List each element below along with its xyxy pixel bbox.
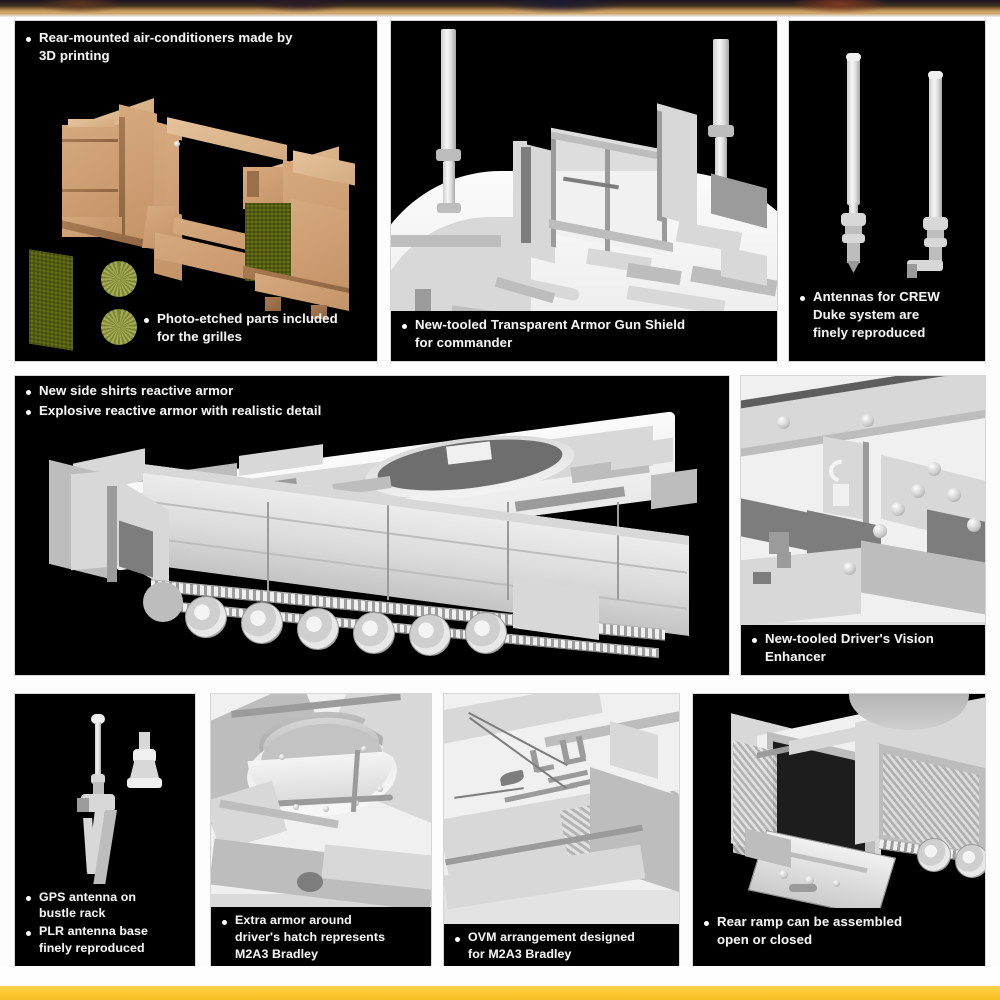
caption-line: PLR antenna base (25, 924, 185, 940)
caption-text: New-tooled Transparent Armor Gun Shield (415, 317, 686, 333)
caption-text: Enhancer (765, 649, 826, 665)
caption-line: New-tooled Transparent Armor Gun Shield (401, 317, 767, 334)
caption-text: finely reproduced (813, 325, 926, 341)
panel-gun-shield: New-tooled Transparent Armor Gun Shield … (390, 20, 778, 362)
caption-line: for commander (401, 335, 767, 352)
caption-line: finely reproduced (799, 325, 975, 342)
caption-line: M2A3 Bradley (221, 947, 421, 963)
caption-line: for M2A3 Bradley (454, 947, 669, 963)
bullet-dot (26, 895, 31, 901)
bullet-dot (26, 389, 31, 395)
caption-line: New side shirts reactive armor (25, 383, 719, 400)
caption-text: New-tooled Driver's Vision (765, 631, 934, 647)
caption-line: Duke system are (799, 307, 975, 324)
caption-text: for the grilles (157, 329, 243, 345)
bullet-dot (402, 324, 407, 330)
antenna-render (789, 21, 985, 361)
panel-air-conditioners: Rear-mounted air-conditioners made by 3D… (14, 20, 378, 362)
caption-hatch-armor: Extra armor around driver's hatch repres… (211, 907, 431, 972)
dve-render (741, 376, 985, 675)
caption-air-conditioners: Rear-mounted air-conditioners made by 3D… (15, 21, 377, 74)
caption-text: Duke system are (813, 307, 920, 323)
caption-dve: New-tooled Driver's Vision Enhancer (741, 625, 985, 675)
bottom-white-gap (0, 966, 1000, 986)
caption-text: for commander (415, 335, 513, 351)
bullet-dot (26, 36, 31, 42)
caption-line: Extra armor around (221, 913, 421, 929)
caption-text: Rear-mounted air-conditioners made by (39, 30, 293, 45)
bullet-dot (26, 930, 31, 936)
caption-photo-etched-grilles: Photo-etched parts included for the gril… (133, 305, 377, 355)
panel-drivers-vision-enhancer: New-tooled Driver's Vision Enhancer (740, 375, 986, 676)
caption-line: Photo-etched parts included (143, 311, 367, 328)
caption-line: Explosive reactive armor with realistic … (25, 403, 719, 420)
caption-line: OVM arrangement designed (454, 930, 669, 946)
caption-line: 3D printing (25, 48, 367, 65)
panel-side-skirts-era: New side shirts reactive armor Explosive… (14, 375, 730, 676)
caption-text: M2A3 Bradley (235, 947, 319, 962)
caption-line: New-tooled Driver's Vision (751, 631, 975, 648)
caption-text: 3D printing (39, 47, 110, 63)
caption-line: bustle rack (25, 906, 185, 922)
panel-gps-plr-antenna: GPS antenna on bustle rack PLR antenna b… (14, 693, 196, 973)
caption-text: New side shirts reactive armor (39, 383, 234, 398)
caption-text: Rear ramp can be assembled (717, 914, 903, 930)
bullet-dot (800, 296, 805, 302)
top-band-edge (0, 13, 1000, 17)
bullet-dot (704, 921, 709, 927)
caption-line: Enhancer (751, 649, 975, 666)
caption-text: PLR antenna base (39, 924, 149, 939)
rear-ramp-render (693, 694, 985, 972)
caption-gun-shield: New-tooled Transparent Armor Gun Shield … (391, 311, 777, 361)
caption-text: Explosive reactive armor with realistic … (39, 402, 322, 418)
bullet-dot (144, 318, 149, 324)
caption-side-skirts: New side shirts reactive armor Explosive… (15, 376, 729, 429)
caption-text: Photo-etched parts included (157, 311, 338, 327)
caption-line: finely reproduced (25, 941, 185, 957)
caption-line: for the grilles (143, 329, 367, 346)
caption-line: Rear-mounted air-conditioners made by (25, 30, 367, 47)
caption-text: GPS antenna on (39, 889, 137, 904)
caption-text: finely reproduced (39, 941, 145, 956)
caption-text: Antennas for CREW (813, 289, 940, 305)
hull-era-render (15, 376, 729, 675)
panel-rear-ramp: Rear ramp can be assembled open or close… (692, 693, 986, 973)
caption-line: GPS antenna on (25, 890, 185, 906)
caption-rear-ramp: Rear ramp can be assembled open or close… (693, 908, 985, 958)
gun-shield-render (391, 21, 777, 361)
caption-text: Extra armor around (235, 913, 352, 928)
caption-ovm: OVM arrangement designed for M2A3 Bradle… (444, 924, 679, 972)
caption-line: Rear ramp can be assembled (703, 914, 975, 931)
caption-text: bustle rack (39, 906, 106, 921)
bullet-dot (455, 936, 460, 942)
panel-crew-duke-antennas: Antennas for CREW Duke system are finely… (788, 20, 986, 362)
caption-line: open or closed (703, 932, 975, 949)
panel-ovm-arrangement: OVM arrangement designed for M2A3 Bradle… (443, 693, 680, 973)
caption-line: driver's hatch represents (221, 930, 421, 946)
bullet-dot (222, 919, 227, 925)
top-decorative-band (0, 0, 1000, 13)
caption-text: for M2A3 Bradley (468, 947, 572, 962)
caption-antennas: Antennas for CREW Duke system are finely… (789, 283, 985, 351)
panel-drivers-hatch-armor: Extra armor around driver's hatch repres… (210, 693, 432, 973)
caption-gps-plr: GPS antenna on bustle rack PLR antenna b… (15, 883, 195, 966)
bottom-gold-band (0, 986, 1000, 1000)
caption-line: Antennas for CREW (799, 289, 975, 306)
bullet-dot (26, 409, 31, 415)
air-conditioner-render (15, 21, 377, 361)
bullet-dot (752, 638, 757, 644)
gps-antenna-render (15, 694, 195, 972)
caption-text: open or closed (717, 932, 813, 948)
caption-text: driver's hatch represents (235, 930, 386, 945)
caption-text: OVM arrangement designed (468, 930, 635, 945)
